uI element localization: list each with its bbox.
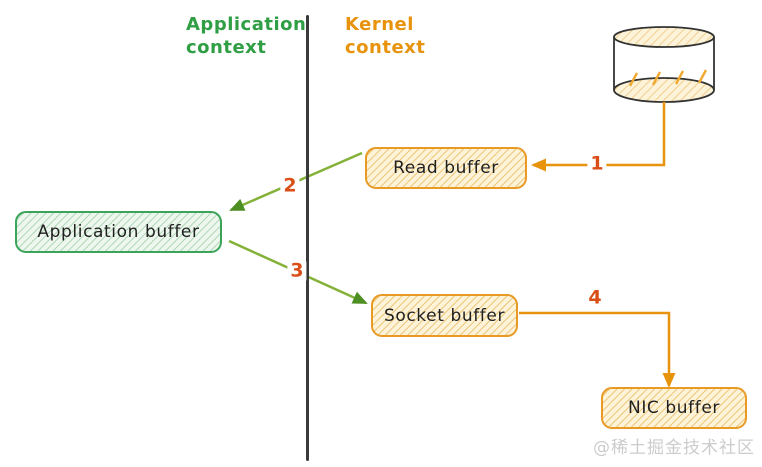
nic-buffer-label: NIC buffer <box>628 398 720 418</box>
context-divider-line <box>306 15 309 461</box>
arrow-4-socket-to-nic-buffer <box>519 311 676 388</box>
socket-buffer-node: Socket buffer <box>371 294 518 337</box>
step-number-2: 2 <box>280 176 300 196</box>
read-buffer-node: Read buffer <box>365 147 527 189</box>
step-number-1: 1 <box>587 154 607 174</box>
disk-cylinder-icon <box>613 26 715 103</box>
socket-buffer-label: Socket buffer <box>383 305 506 326</box>
watermark: @稀土掘金技术社区 <box>593 438 755 458</box>
disk-data-slashes <box>628 69 708 87</box>
application-buffer-label: Application buffer <box>37 222 200 242</box>
step-number-3: 3 <box>287 261 307 281</box>
kernel-context-label: Kernel context <box>345 14 426 59</box>
application-context-label: Application context <box>186 14 307 59</box>
nic-buffer-node: NIC buffer <box>601 387 747 429</box>
application-buffer-node: Application buffer <box>15 211 222 253</box>
read-buffer-label: Read buffer <box>393 158 499 178</box>
step-number-4: 4 <box>585 288 605 308</box>
